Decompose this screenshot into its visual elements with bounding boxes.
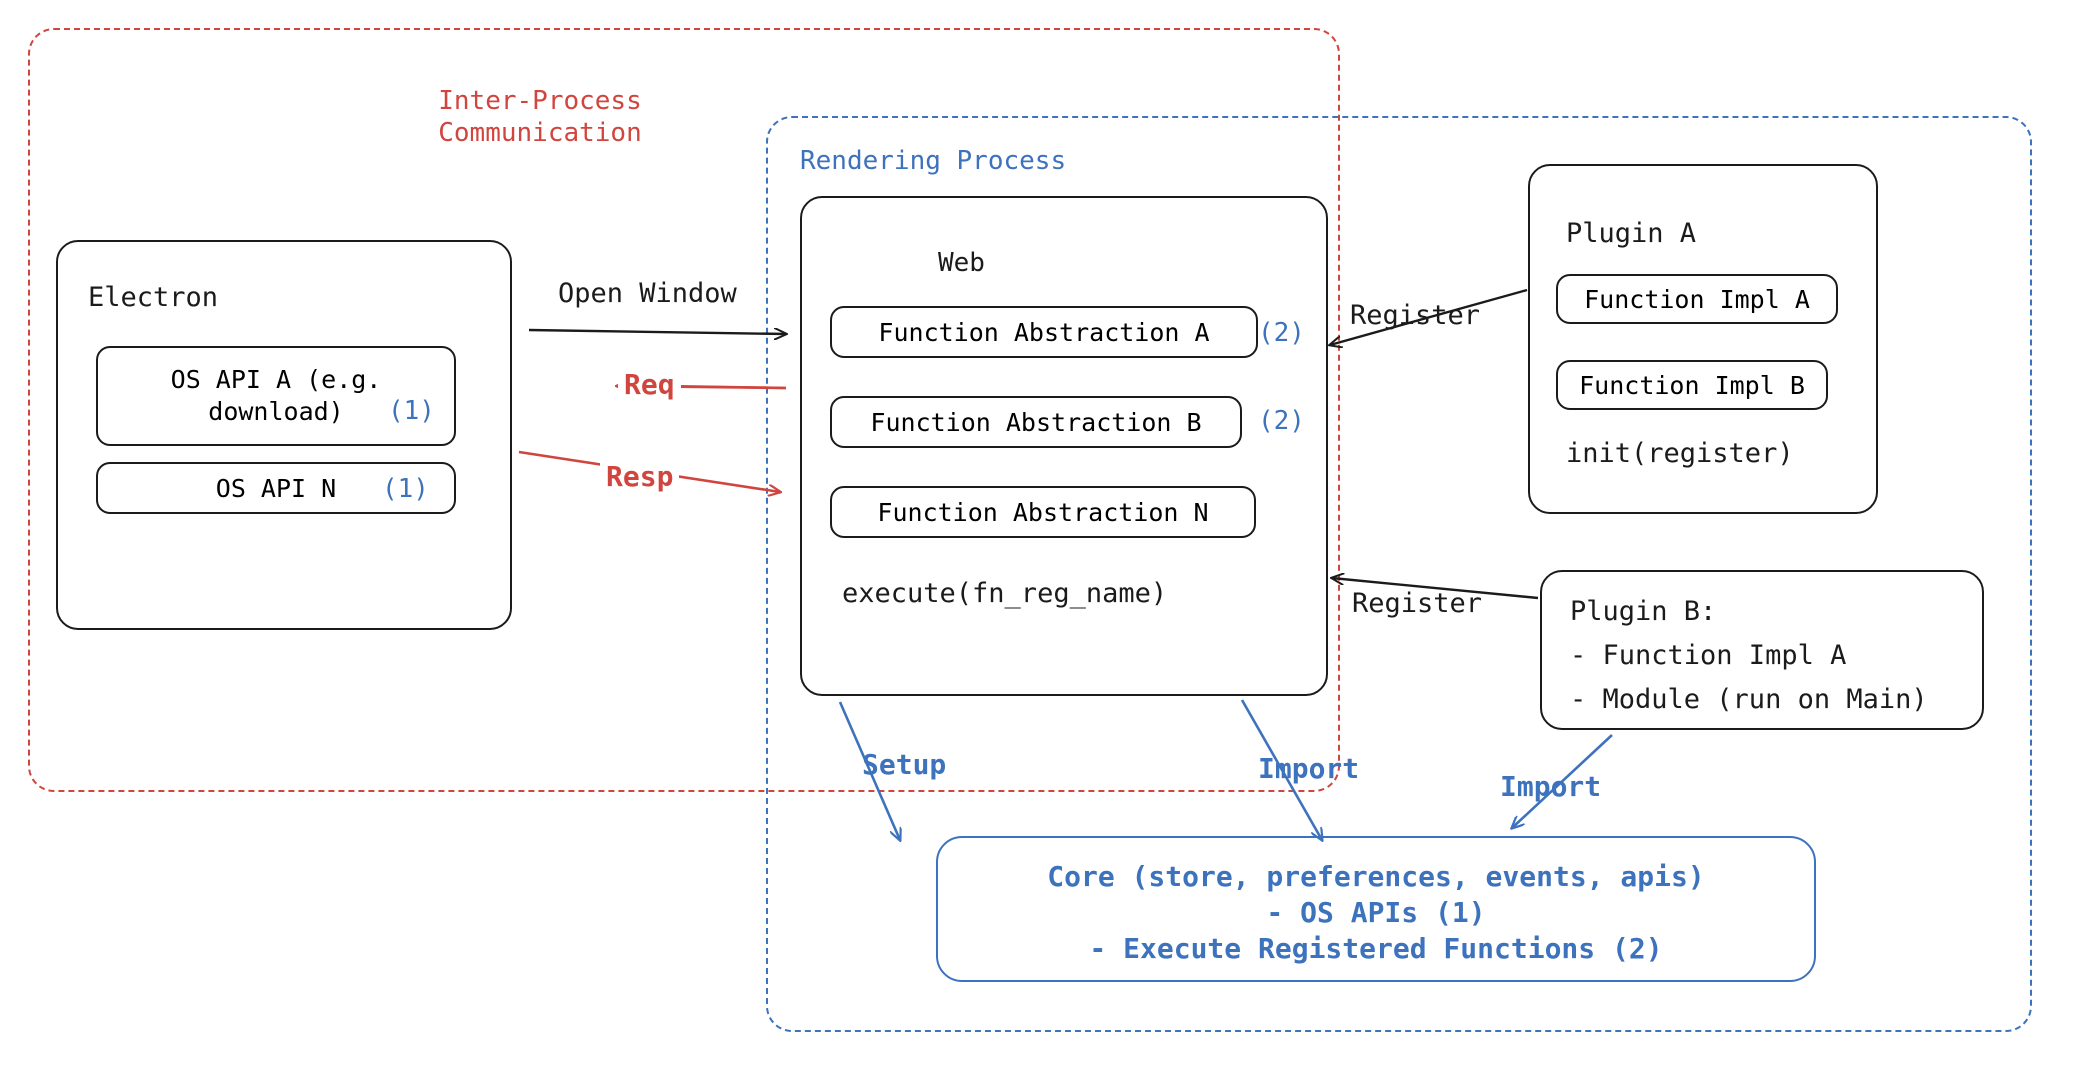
os-api-a-label: OS API A (e.g. download) (170, 364, 382, 427)
web-box (800, 196, 1328, 696)
function-abstraction-b-marker: (2) (1258, 406, 1305, 436)
function-abstraction-a-label: Function Abstraction A (878, 317, 1210, 347)
plugin-a-init-label: init(register) (1566, 438, 1794, 469)
region-rendering-process (766, 116, 2032, 1032)
os-api-a-box: OS API A (e.g. download) (96, 346, 456, 446)
arrow-open-window-label: Open Window (558, 278, 737, 309)
region-ipc-label: Inter-Process Communication (438, 86, 642, 148)
web-execute-label: execute(fn_reg_name) (842, 578, 1168, 609)
arrow-import-web-label: Import (1258, 752, 1360, 785)
function-abstraction-n-label: Function Abstraction N (877, 497, 1209, 527)
region-rendering-label: Rendering Process (800, 146, 1067, 176)
plugin-b-line-1: - Function Impl A (1570, 640, 1847, 671)
plugin-a-impl-a-box: Function Impl A (1556, 274, 1838, 324)
plugin-b-title: Plugin B: (1570, 596, 1717, 627)
function-abstraction-b-label: Function Abstraction B (870, 407, 1202, 437)
arrow-resp-label: Resp (600, 460, 680, 495)
arrow-import-plugin-b-label: Import (1500, 770, 1602, 803)
function-abstraction-a-marker: (2) (1258, 318, 1305, 348)
arrow-req-label: Req (618, 368, 681, 403)
plugin-a-title: Plugin A (1566, 218, 1697, 249)
plugin-b-box (1540, 570, 1984, 730)
plugin-a-impl-a-label: Function Impl A (1584, 284, 1810, 314)
arrow-setup-label: Setup (862, 748, 947, 781)
plugin-a-impl-b-label: Function Impl B (1579, 370, 1805, 400)
os-api-a-marker: (1) (388, 396, 435, 426)
os-api-n-label: OS API N (215, 473, 337, 503)
os-api-n-marker: (1) (382, 474, 429, 504)
plugin-a-box (1528, 164, 1878, 514)
core-box (936, 836, 1816, 982)
web-title: Web (938, 248, 985, 278)
plugin-b-line-2: - Module (run on Main) (1570, 684, 1928, 715)
function-abstraction-b-box: Function Abstraction B (830, 396, 1242, 448)
function-abstraction-a-box: Function Abstraction A (830, 306, 1258, 358)
core-line-1: Core (store, preferences, events, apis) (1047, 860, 1705, 893)
electron-title: Electron (88, 282, 219, 313)
plugin-a-impl-b-box: Function Impl B (1556, 360, 1828, 410)
core-line-3: - Execute Registered Functions (2) (1089, 932, 1663, 965)
arrow-register-plugin-b-label: Register (1352, 588, 1483, 619)
arrow-register-plugin-a-label: Register (1350, 300, 1481, 331)
electron-box (56, 240, 512, 630)
os-api-n-box: OS API N (96, 462, 456, 514)
core-line-2: - OS APIs (1) (1266, 896, 1486, 929)
function-abstraction-n-box: Function Abstraction N (830, 486, 1256, 538)
region-inter-process-communication (28, 28, 1340, 792)
